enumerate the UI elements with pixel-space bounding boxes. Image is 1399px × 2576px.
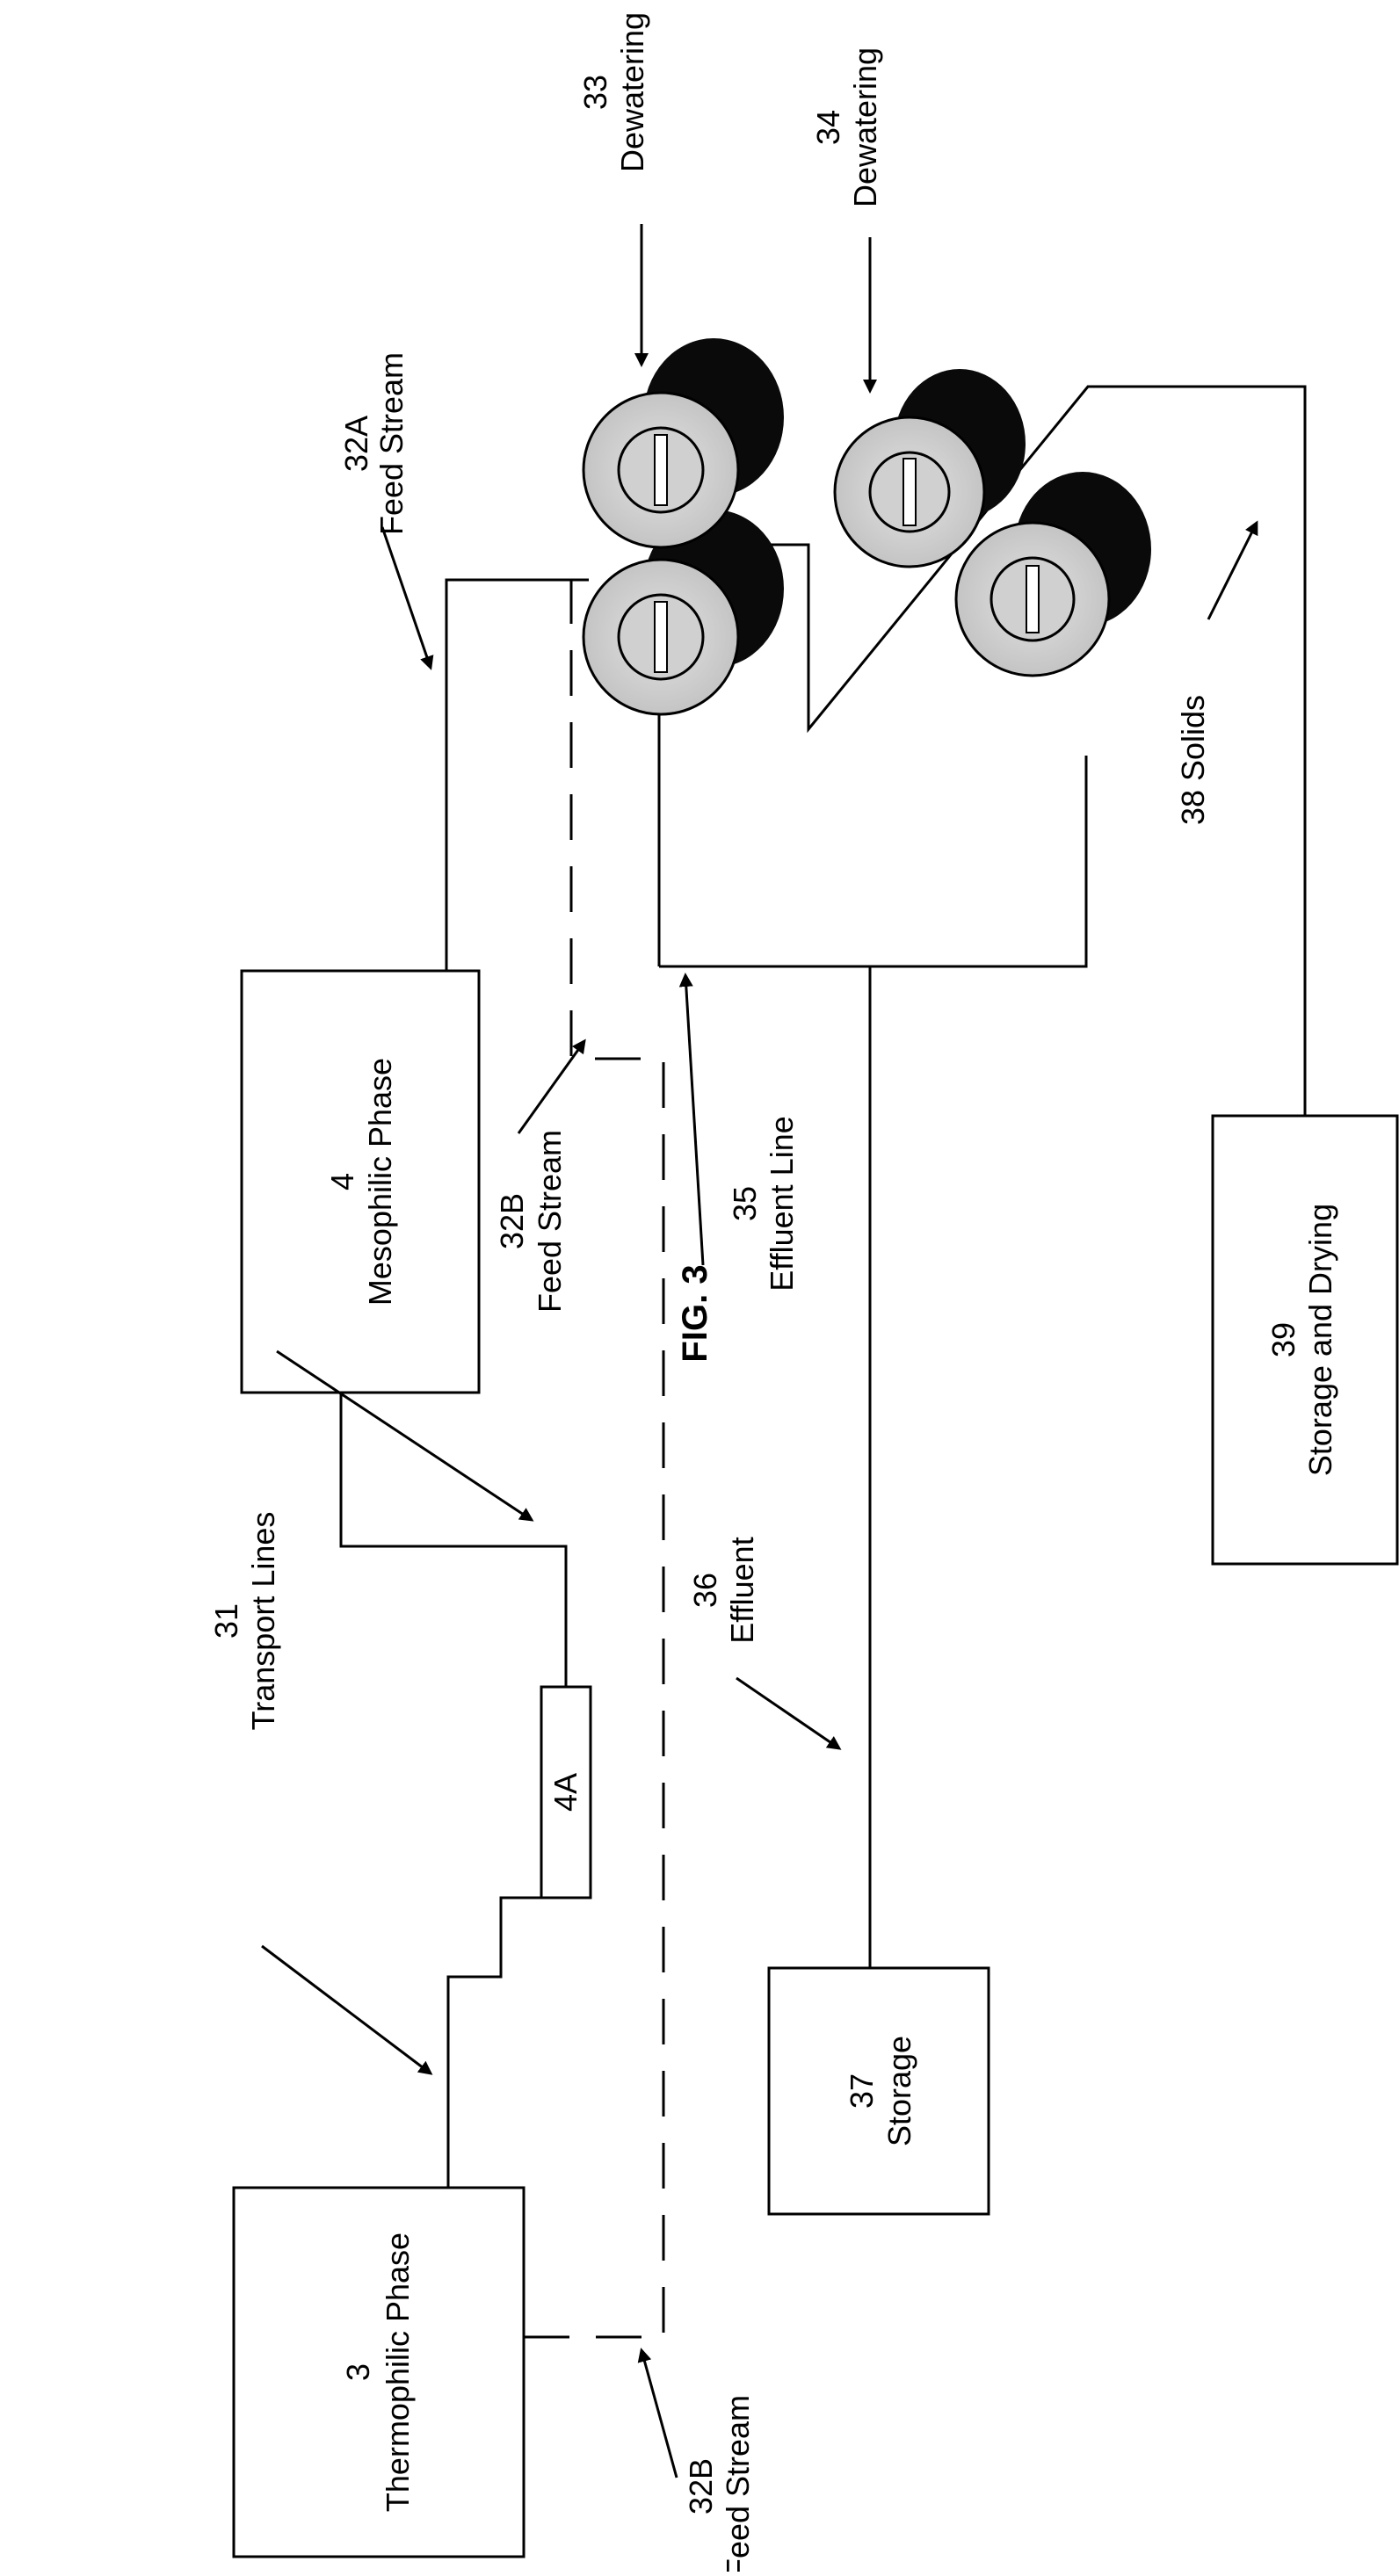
feed-stream-32a-line xyxy=(446,580,589,971)
transport-line-lower xyxy=(448,1898,566,2188)
solids-label: 38 Solids xyxy=(1175,695,1211,825)
mesophilic-number: 4 xyxy=(324,1173,360,1190)
thermophilic-number: 3 xyxy=(340,2363,376,2381)
feed-32a-label: Feed Stream xyxy=(373,352,410,535)
transport-lines-callout: 31 Transport Lines xyxy=(208,1512,281,1731)
storage-box: 37 Storage xyxy=(769,1968,989,2214)
solids-arrow xyxy=(1208,523,1257,619)
feed-stream-32b-line xyxy=(524,580,663,2337)
feed-32b-upper-callout: 32B Feed Stream xyxy=(494,1130,568,1313)
storage-drying-number: 39 xyxy=(1265,1322,1301,1357)
effluent-36-callout: 36 Effluent xyxy=(687,1537,760,1643)
feed-32a-number: 32A xyxy=(338,416,374,472)
feed-32b-lower-label: Feed Stream xyxy=(720,2395,756,2572)
dewatering-33-callout: 33 Dewatering xyxy=(577,12,650,172)
effluent-collector xyxy=(659,756,1086,966)
solids-callout: 38 Solids xyxy=(1175,695,1211,825)
dewatering-33-number: 33 xyxy=(577,75,613,110)
unit-4a-label: 4A xyxy=(547,1773,584,1812)
dewatering-34-number: 34 xyxy=(810,110,846,145)
figure-title: FIG. 3 xyxy=(676,1264,714,1362)
unit-4a-box: 4A xyxy=(541,1687,591,1898)
effluent-line-callout: 35 Effluent Line xyxy=(727,1116,800,1292)
transport-line-upper xyxy=(341,1393,566,1687)
feed-32b-upper-number: 32B xyxy=(494,1193,530,1249)
thermophilic-label: Thermophilic Phase xyxy=(380,2232,416,2512)
feed-32b-upper-label: Feed Stream xyxy=(532,1130,568,1313)
dewatering-roller-icon xyxy=(584,338,784,547)
feed-32a-arrow xyxy=(382,527,431,668)
feed-32a-callout: 32A Feed Stream xyxy=(338,352,410,535)
transport-lines-arrow-lower xyxy=(262,1946,431,2073)
transport-lines-number: 31 xyxy=(208,1603,244,1639)
effluent-36-number: 36 xyxy=(687,1573,723,1608)
thermophilic-phase-box: 3 Thermophilic Phase xyxy=(234,2188,524,2557)
storage-drying-box: 39 Storage and Drying xyxy=(1213,1116,1397,1564)
dewatering-33-label: Dewatering xyxy=(614,12,650,172)
transport-lines-label: Transport Lines xyxy=(245,1512,281,1731)
storage-number: 37 xyxy=(844,2073,880,2109)
storage-label: Storage xyxy=(881,2036,917,2146)
effluent-36-label: Effluent xyxy=(724,1537,760,1643)
dewatering-34-callout: 34 Dewatering xyxy=(810,47,883,207)
effluent-line-number: 35 xyxy=(727,1186,763,1221)
feed-32b-lower-number: 32B xyxy=(683,2458,719,2514)
feed-32b-lower-callout: 32B Feed Stream xyxy=(683,2395,756,2572)
effluent-36-arrow xyxy=(736,1678,839,1748)
mesophilic-label: Mesophilic Phase xyxy=(362,1058,398,1306)
dewatering-34-label: Dewatering xyxy=(847,47,883,207)
effluent-line-label: Effluent Line xyxy=(764,1116,800,1292)
storage-drying-label: Storage and Drying xyxy=(1302,1204,1338,1476)
feed-32b-upper-arrow xyxy=(518,1041,584,1133)
press-belt xyxy=(747,387,1305,1116)
mesophilic-phase-box: 4 Mesophilic Phase xyxy=(242,971,479,1393)
effluent-line-arrow xyxy=(685,975,703,1265)
feed-32b-lower-arrow xyxy=(642,2350,677,2478)
